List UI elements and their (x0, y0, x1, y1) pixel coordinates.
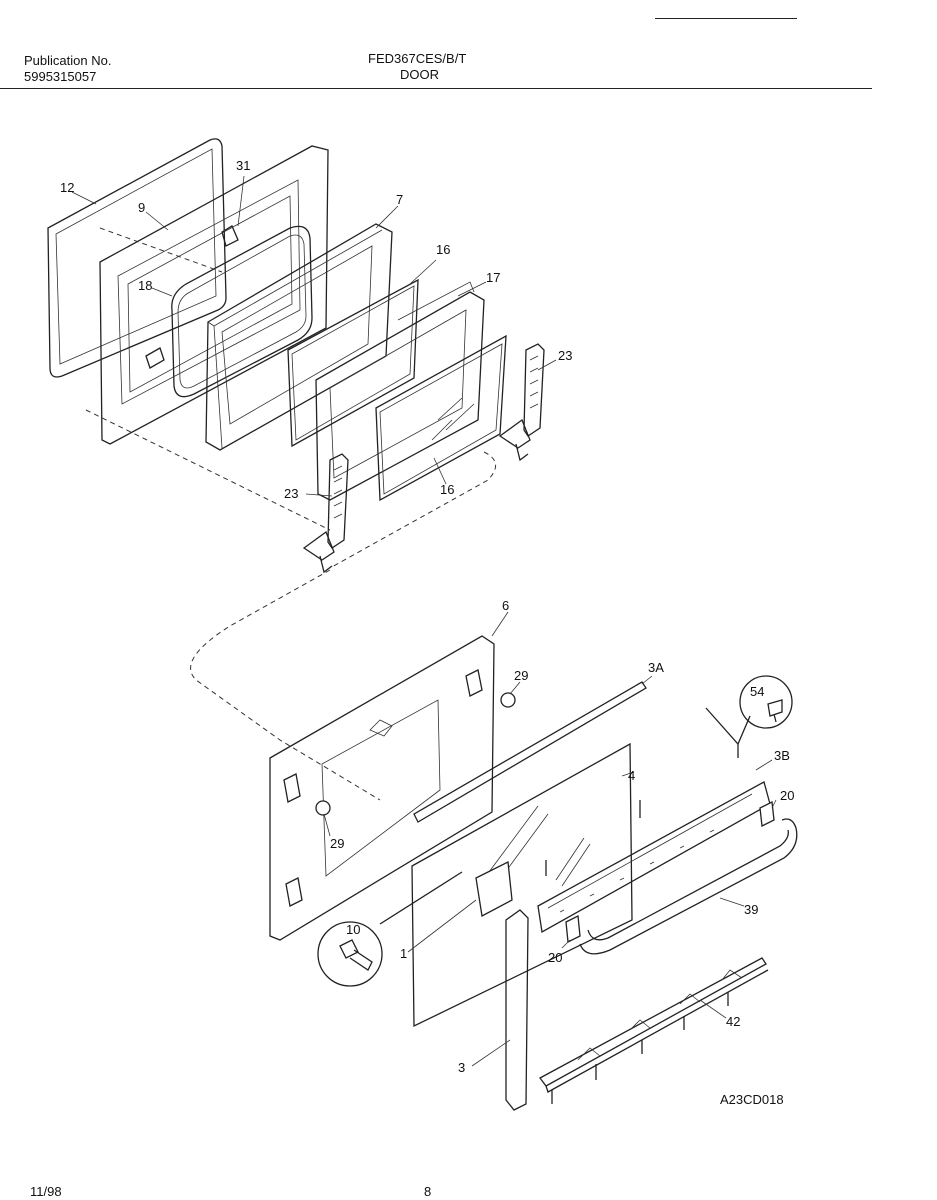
callout-31: 31 (236, 158, 250, 173)
part-window-frame (315, 281, 485, 501)
assembly-line-3 (329, 451, 496, 569)
callout-9: 9 (138, 200, 145, 215)
part-end-cap-left (565, 914, 581, 944)
part-top-trim (413, 681, 647, 823)
part-bumper-lower (315, 800, 331, 816)
section-title: DOOR (400, 67, 439, 82)
callout-16-upper: 16 (436, 242, 450, 257)
part-glass-upper (287, 278, 419, 448)
callout-10: 10 (346, 922, 360, 937)
callout-20-left: 20 (548, 950, 562, 965)
callout-20-right: 20 (780, 788, 794, 803)
callout-29-lower: 29 (330, 836, 344, 851)
diagram-code: A23CD018 (720, 1092, 784, 1107)
detail-circle-54 (705, 675, 793, 746)
assembly-line-2 (99, 227, 223, 273)
callout-6: 6 (502, 598, 509, 613)
callout-3B: 3B (774, 748, 790, 763)
publication-label: Publication No. (24, 53, 112, 68)
assembly-line-1 (85, 409, 331, 531)
callout-16-lower: 16 (440, 482, 454, 497)
callout-23-right: 23 (558, 348, 572, 363)
model-number: FED367CES/B/T (368, 51, 467, 66)
callout-4: 4 (628, 768, 635, 783)
part-handle-channel (537, 781, 771, 934)
callout-3: 3 (458, 1060, 465, 1075)
part-inner-liner (99, 145, 329, 445)
callout-3A: 3A (648, 660, 664, 675)
part-screws (545, 744, 739, 876)
part-bottom-vent (539, 957, 769, 1104)
callout-17: 17 (486, 270, 500, 285)
callout-12: 12 (60, 180, 74, 195)
part-side-trim (505, 909, 529, 1111)
part-outer-glass (411, 742, 633, 1028)
part-hinge-left (302, 453, 349, 574)
callout-42: 42 (726, 1014, 740, 1029)
part-handle (579, 818, 798, 955)
part-gasket-frame (47, 138, 227, 378)
assembly-loop (190, 569, 381, 801)
part-bumper-upper (500, 692, 516, 708)
header-rule (0, 88, 872, 89)
callout-1: 1 (400, 946, 407, 961)
top-scan-mark (655, 18, 797, 19)
callout-7: 7 (396, 192, 403, 207)
part-hinge-right (498, 343, 545, 462)
part-glass-lower (375, 334, 507, 502)
leader-lines (71, 175, 777, 1067)
part-end-cap-right (759, 801, 775, 827)
part-glass-bracket (475, 860, 513, 918)
footer-date: 11/98 (30, 1184, 62, 1199)
callout-39: 39 (744, 902, 758, 917)
part-seal-loop (171, 225, 313, 398)
callout-18: 18 (138, 278, 152, 293)
callout-23-left: 23 (284, 486, 298, 501)
detail-circle-10 (317, 871, 463, 987)
callout-29-upper: 29 (514, 668, 528, 683)
publication-number: 5995315057 (24, 69, 97, 84)
part-outer-door-panel (269, 635, 495, 941)
page-number: 8 (424, 1184, 432, 1199)
callout-54: 54 (750, 684, 764, 699)
